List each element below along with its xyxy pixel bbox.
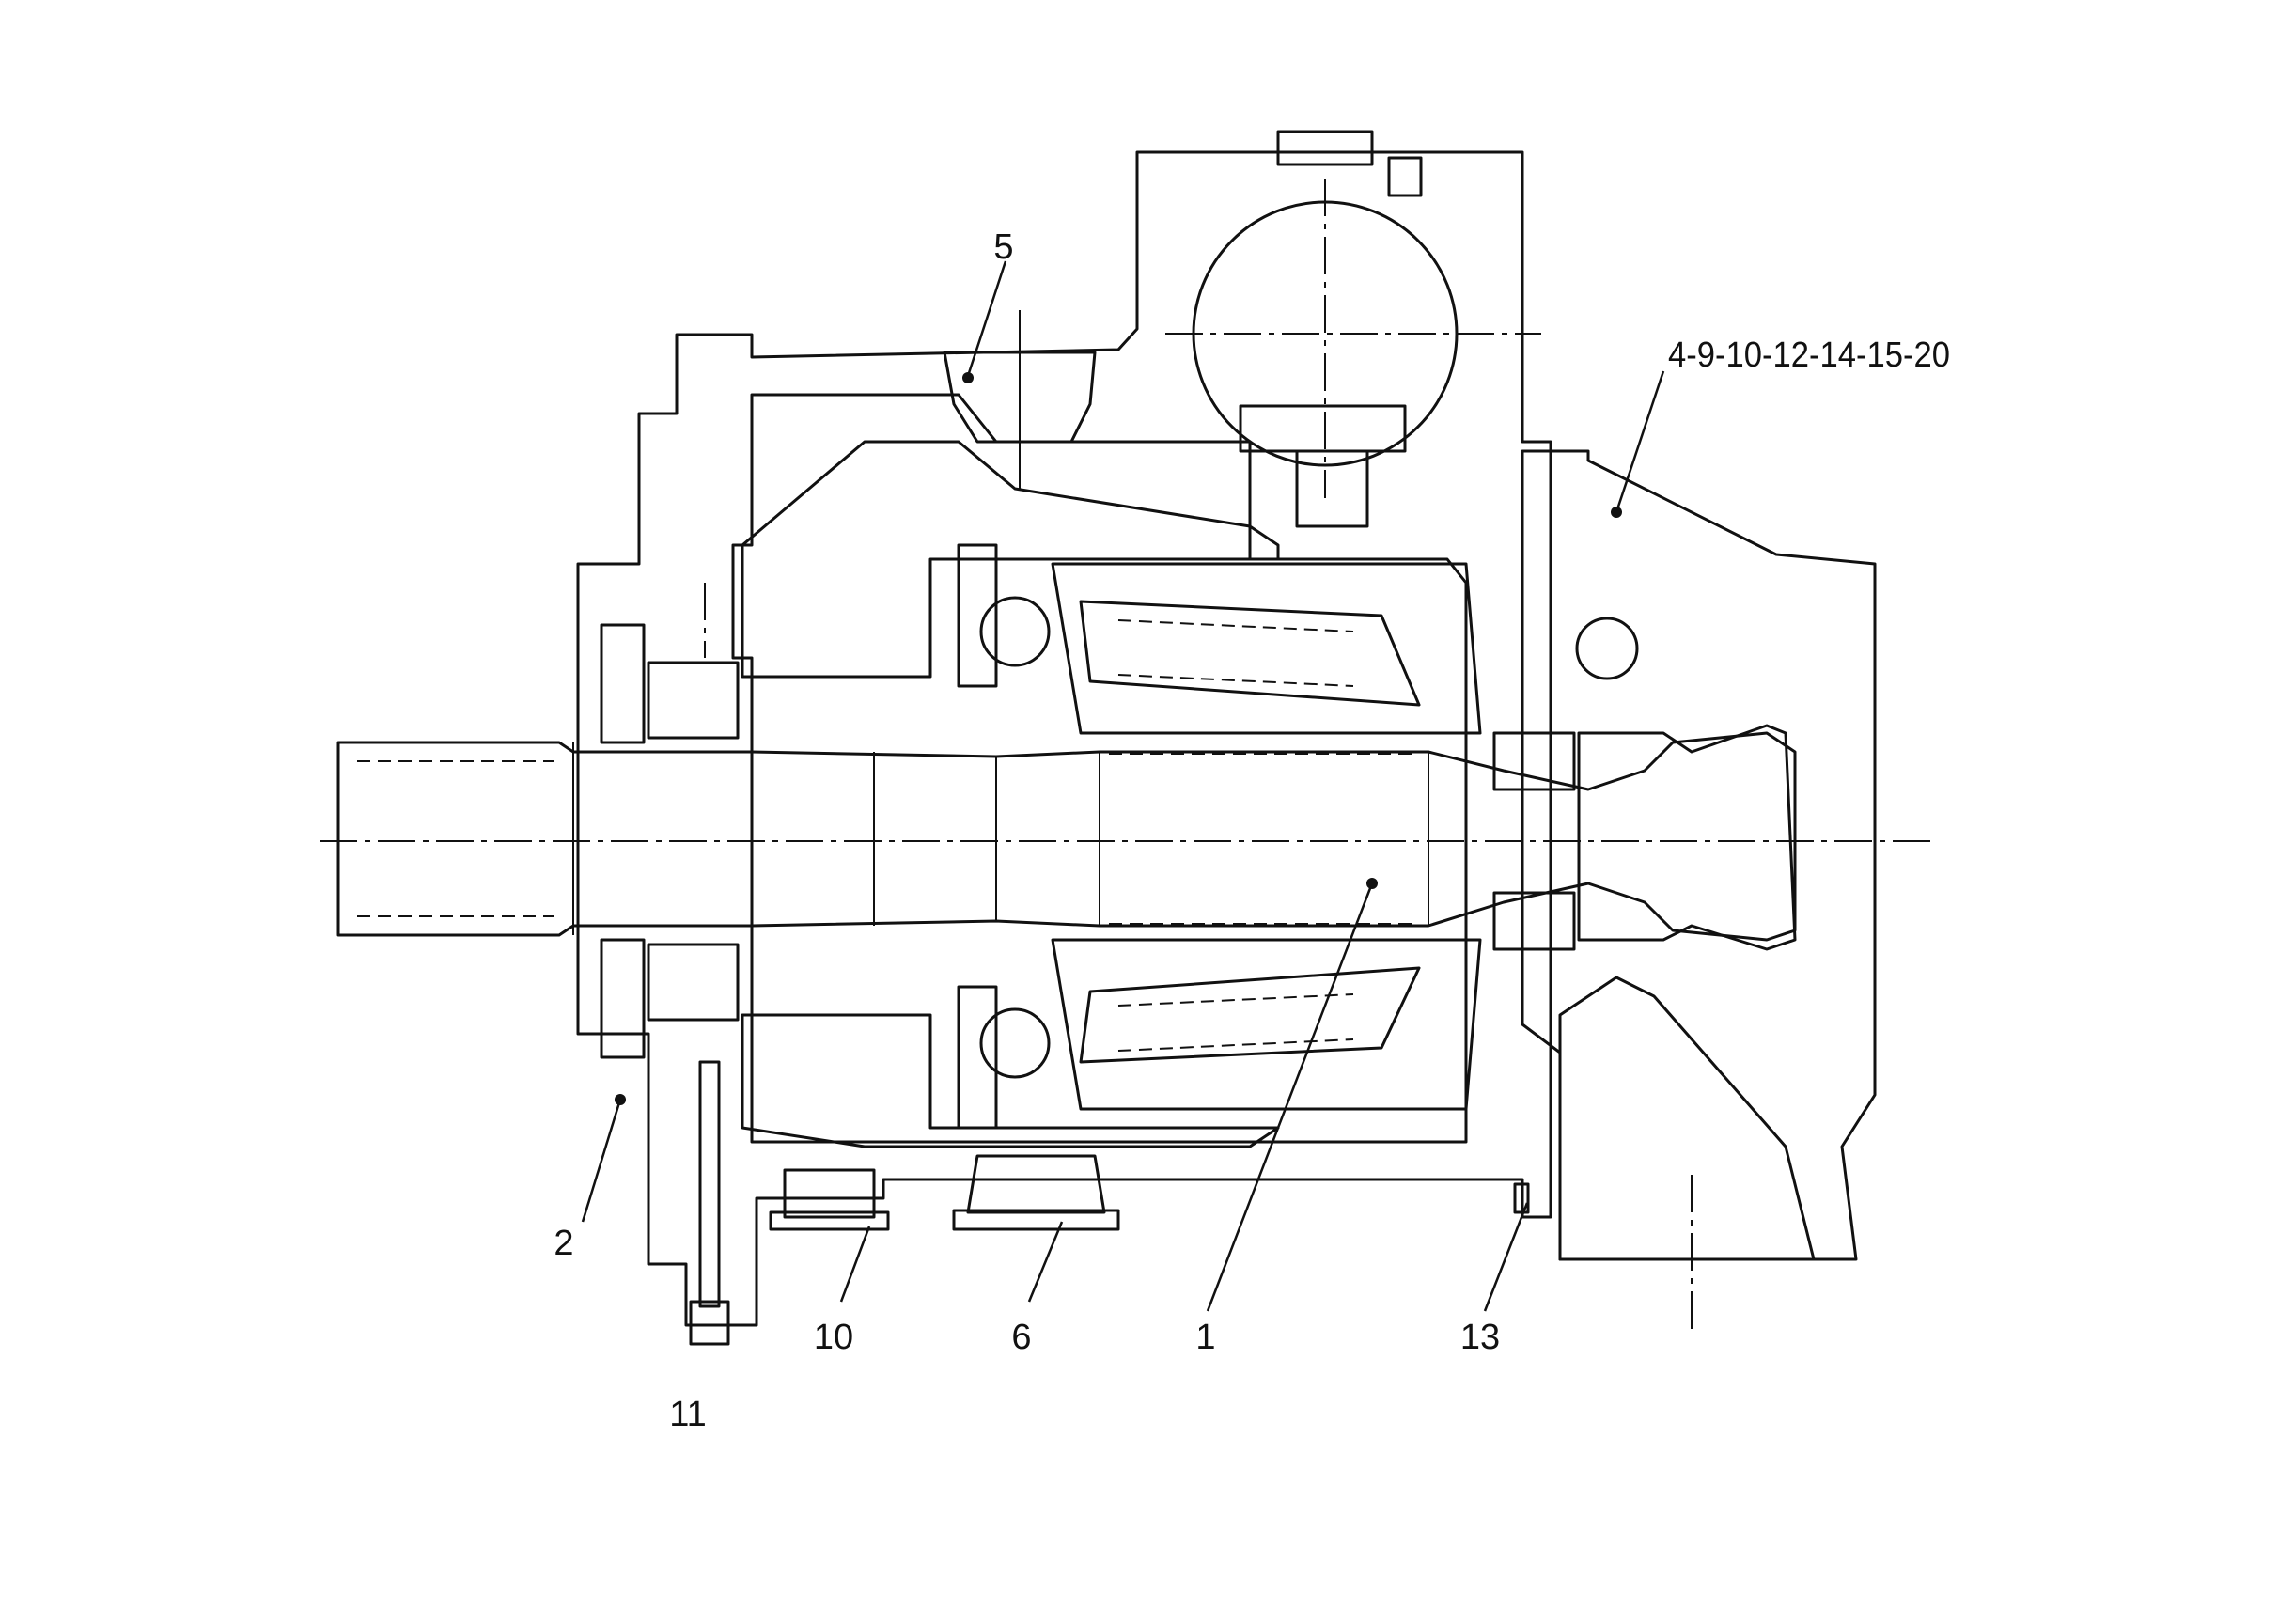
top-valve [943,310,1097,489]
callout-2: 2 [554,1224,573,1263]
callout-13: 13 [1460,1318,1500,1357]
bottom-plug-6 [952,1154,1120,1231]
bottom-plug-10 [769,1168,890,1231]
callout-5: 5 [993,227,1013,267]
callout-11: 11 [669,1395,706,1434]
regulator-bore [1165,130,1541,528]
drive-shaft [320,731,1936,942]
pistons [979,596,1421,1079]
seal-13 [1513,1182,1530,1214]
leader-lines [581,260,1665,1312]
swash-plate [741,440,1280,1148]
port-block [1521,449,1877,1261]
rear-bearing [1492,731,1576,951]
callout-10: 10 [814,1318,853,1357]
drain-screw-11 [689,1060,730,1346]
retainer-plate [957,543,998,1130]
callout-1: 1 [1195,1318,1215,1357]
front-bearing [600,623,740,1059]
callout-6: 6 [1011,1318,1031,1357]
callout-4-9-10-12-14-15-20: 4-9-10-12-14-15-20 [1668,336,1950,375]
cylinder-barrel [1051,562,1482,1111]
